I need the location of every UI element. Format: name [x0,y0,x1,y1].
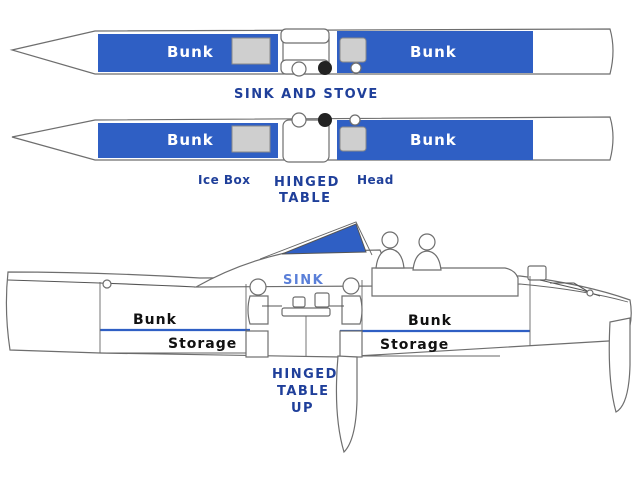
table-label-side: TABLE [277,384,330,399]
ice-box-label: Ice Box [198,173,251,187]
head-label: Head [357,173,394,187]
galley-item-a [292,296,306,308]
sink-bottom [291,112,307,128]
seat-top-a [280,28,330,44]
plan-view-top: Bunk Bunk SINK AND STOVE [9,28,614,102]
bunk-label-side-right: Bunk [408,313,452,329]
table-label: TABLE [279,191,332,206]
knob-bottom [349,114,361,126]
bunk-label-top-left: Bunk [167,43,214,61]
side-view: SINK Bunk Bunk Storage Storage HINGED TA… [5,221,632,454]
up-label: UP [291,401,314,416]
storage-label-right: Storage [380,337,449,353]
bunk-right-top [337,31,533,73]
sheer-line [379,283,629,303]
windshield [281,223,367,255]
bunk-label-bottom-right: Bunk [410,131,457,149]
crew-figure-1 [375,231,405,269]
crew-figure-2 [412,233,442,271]
seated-figure-right [326,277,363,325]
seat-block-right [339,330,363,358]
bunk-label-top-right: Bunk [410,43,457,61]
stove-top [318,61,332,75]
sink-label: SINK [283,273,324,288]
outboard-motor [527,265,601,297]
bow-fitting [102,279,112,289]
bunk-right-bottom [337,120,533,160]
table-side [281,307,331,317]
storage-label-left: Storage [168,336,237,352]
hinged-label-side: HINGED [272,367,338,382]
stove-bottom [318,113,332,127]
plan-view-bottom: Bunk Bunk Ice Box HINGED TABLE Head [11,112,614,206]
daggerboard [335,355,358,454]
hinged-label: HINGED [274,175,340,190]
bunk-label-bottom-left: Bunk [167,131,214,149]
seated-figure-left [247,278,282,325]
bunk-label-side-left: Bunk [133,312,177,328]
sink-and-stove-label: SINK AND STOVE [234,87,379,102]
cabin-top [193,249,386,288]
galley-item-b [314,292,330,308]
head-bottom [339,126,367,152]
head-top [339,37,367,63]
icebox-bottom [231,125,271,153]
sink-top [291,61,307,77]
cockpit-coaming [371,267,519,297]
seat-block-left [245,330,269,358]
icebox-top [231,37,271,65]
rudder [608,317,631,413]
windshield-frame [259,221,373,260]
knob-top [350,62,362,74]
